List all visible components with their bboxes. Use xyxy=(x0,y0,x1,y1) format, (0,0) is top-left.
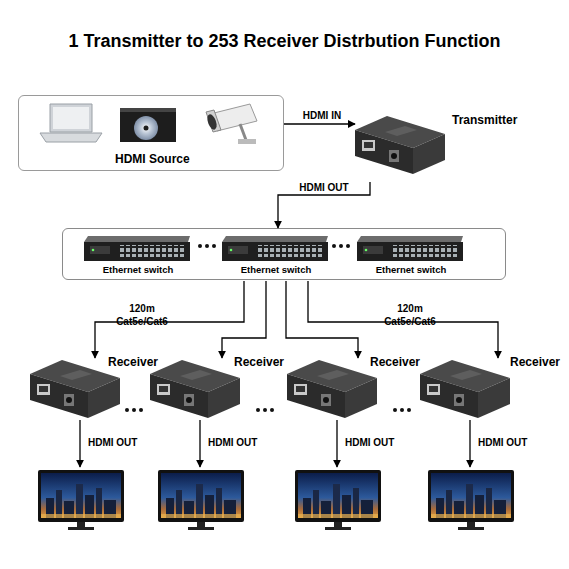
edge-label: 120m Cat5e/Cat6 xyxy=(110,302,174,328)
node-text: HDMI Source xyxy=(115,152,190,166)
node-text: Receiver xyxy=(108,355,158,369)
connector xyxy=(308,281,498,358)
connector xyxy=(278,182,370,228)
source-box: HDMI Source xyxy=(18,95,284,171)
signal-label: HDMI OUT xyxy=(88,437,137,448)
switch-group: Ethernet switch Ethernet switch Ethernet s… xyxy=(62,228,506,280)
node-text: Receiver xyxy=(370,355,420,369)
node-text: Ethernet switch xyxy=(221,264,331,275)
connector xyxy=(284,123,355,124)
signal-label: HDMI OUT xyxy=(345,437,394,448)
signal-label: HDMI OUT xyxy=(478,437,527,448)
ethernet-switch: Ethernet switch xyxy=(221,234,331,281)
node-text: Ethernet switch xyxy=(83,264,193,275)
receiver-device: Receiver xyxy=(420,358,510,420)
node-text: Transmitter xyxy=(452,113,517,127)
diagram-title: 1 Transmitter to 253 Receiver Distrbutio… xyxy=(0,31,569,52)
node-text: Ethernet switch xyxy=(356,264,466,275)
edge-label: 120m Cat5e/Cat6 xyxy=(378,302,442,328)
node-text: Receiver xyxy=(234,355,284,369)
transmitter-device: Transmitter xyxy=(355,112,447,182)
edge-label: HDMI IN xyxy=(292,109,352,122)
receiver-device: Receiver xyxy=(30,358,120,420)
signal-label: HDMI OUT xyxy=(208,437,257,448)
connector xyxy=(286,281,358,358)
ethernet-switch: Ethernet switch xyxy=(83,234,193,281)
receiver-device: Receiver xyxy=(150,358,240,420)
edge-label: HDMI OUT xyxy=(294,181,354,194)
ethernet-switch: Ethernet switch xyxy=(356,234,466,281)
receiver-device: Receiver xyxy=(287,358,377,420)
node-text: Receiver xyxy=(510,355,560,369)
connector xyxy=(222,281,266,358)
